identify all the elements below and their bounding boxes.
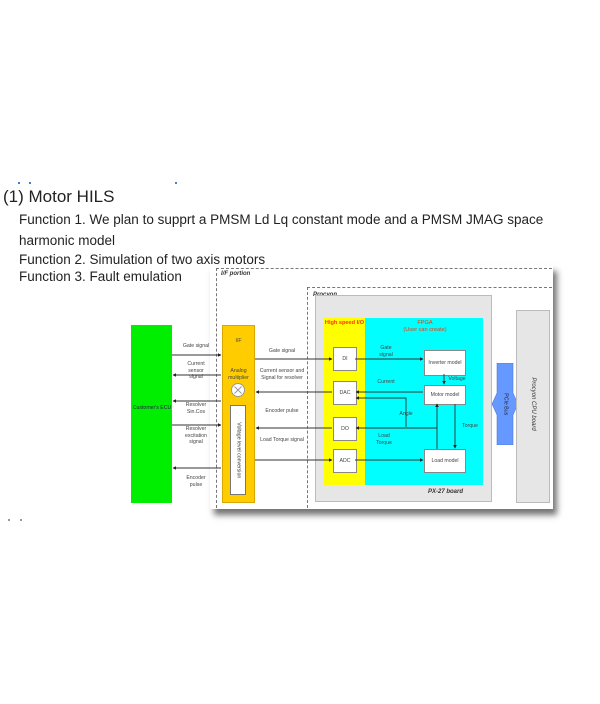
load-model: Load model: [424, 449, 466, 473]
multiplier-icon: [231, 383, 245, 397]
fpga-current-label: Current: [377, 379, 395, 385]
customer-ecu-label: Customer's ECU: [132, 405, 172, 411]
diagram-content: I/F portion Procyon Customer's ECU Gate …: [125, 265, 553, 509]
decorative-dot: [29, 182, 31, 184]
fpga-load-torque-label: Load Torque: [376, 433, 392, 446]
if-portion-top-border: [216, 268, 552, 269]
fpga-gate-signal-label: Gate signal: [379, 345, 393, 358]
fpga-voltage-label: Voltage: [448, 376, 466, 382]
customer-ecu-block: [131, 325, 172, 503]
function-1-line: Function 1. We plan to supprt a PMSM Ld …: [19, 212, 544, 227]
ecu-current-sensor-label: Current sensor signal: [187, 361, 205, 380]
fpga-subtitle: (User can create): [403, 327, 447, 333]
function-3-line: Function 3. Fault emulation: [19, 269, 182, 284]
adc-port: ADC: [333, 449, 357, 473]
decorative-dot: [20, 519, 22, 521]
procyon-cpu-board: [516, 310, 550, 503]
decorative-dot: [8, 519, 10, 521]
if-load-torque-label: Load Torque signal: [260, 437, 304, 443]
ecu-resolver-excitation-label: Resolver excitation signal: [185, 426, 207, 445]
signal-wires: [172, 353, 457, 470]
fpga-torque-label: Torque: [462, 423, 478, 429]
section-heading: (1) Motor HILS: [3, 187, 115, 206]
pcie-bus-arrow: [492, 363, 518, 445]
decorative-dot: [18, 182, 20, 184]
function-1-continuation: harmonic model: [19, 233, 116, 248]
if-gate-signal-label: Gate signal: [268, 348, 296, 354]
if-portion-label: I/F portion: [221, 271, 251, 277]
wire-fpga-angle-dac: [355, 396, 407, 427]
high-speed-io-title: High speed I/O: [324, 320, 365, 326]
voltage-conversion-block: [230, 405, 246, 495]
wire-fpga-angle-do: [355, 426, 438, 449]
if-current-resolver-label: Current sensor and Signal for resolver: [259, 368, 305, 381]
motor-model: Motor model: [424, 385, 466, 405]
if-block-title: I/F: [235, 338, 242, 344]
ecu-encoder-pulse-label: Encoder pulse: [186, 475, 206, 488]
if-encoder-pulse-label: Encoder pulse: [265, 408, 299, 414]
procyon-left-border: [307, 287, 308, 508]
ecu-resolver-sincos-label: Resolver Sin.Cos: [185, 402, 207, 415]
do-port: DO: [333, 417, 357, 441]
inverter-model: Inverter model: [424, 350, 466, 376]
motor-hils-diagram: I/F portion Procyon Customer's ECU Gate …: [131, 265, 553, 509]
analog-multiplier-label: Analog multiplier: [228, 368, 249, 381]
px27-board-label: PX-27 board: [428, 489, 464, 495]
procyon-top-border: [307, 287, 552, 288]
if-portion-left-border: [216, 268, 217, 508]
fpga-title: FPGA: [417, 320, 433, 326]
ecu-gate-signal-label: Gate signal: [182, 343, 210, 349]
function-2-line: Function 2. Simulation of two axis motor…: [19, 252, 266, 267]
decorative-dot: [175, 182, 177, 184]
